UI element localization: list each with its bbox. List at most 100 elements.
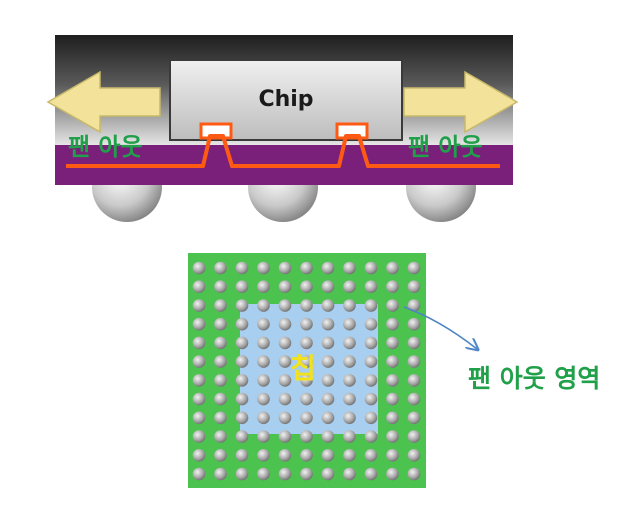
solder-ball <box>235 261 249 275</box>
solder-ball <box>386 261 399 275</box>
solder-ball <box>343 374 356 387</box>
solder-ball <box>321 374 335 387</box>
solder-ball <box>343 317 356 331</box>
solder-ball <box>300 317 313 331</box>
solder-ball <box>407 261 421 275</box>
solder-ball <box>278 449 292 462</box>
fan-out-label-right: 팬 아웃 <box>408 133 483 161</box>
solder-ball <box>343 411 356 425</box>
solder-ball <box>257 449 270 462</box>
solder-ball <box>300 374 313 387</box>
solder-ball <box>300 392 313 406</box>
solder-ball <box>278 467 292 481</box>
solder-ball <box>192 355 206 368</box>
solder-ball <box>343 280 356 294</box>
top-view: 칩 <box>188 253 426 488</box>
solder-ball <box>343 392 356 406</box>
solder-ball <box>278 392 292 406</box>
solder-ball <box>235 374 249 387</box>
solder-ball <box>364 355 378 368</box>
solder-ball <box>235 280 249 294</box>
solder-ball <box>364 449 378 462</box>
solder-ball <box>407 467 421 481</box>
solder-ball <box>386 280 399 294</box>
solder-ball <box>386 467 399 481</box>
solder-ball <box>386 374 399 387</box>
solder-ball <box>343 299 356 312</box>
solder-ball <box>214 449 227 462</box>
solder-ball <box>343 467 356 481</box>
solder-ball <box>192 374 206 387</box>
solder-ball <box>278 299 292 312</box>
solder-ball <box>300 299 313 312</box>
solder-ball <box>257 411 270 425</box>
solder-ball <box>192 261 206 275</box>
solder-ball <box>192 336 206 350</box>
solder-ball <box>386 411 399 425</box>
solder-ball <box>257 261 270 275</box>
chip-label: Chip <box>258 87 313 112</box>
solder-ball <box>257 317 270 331</box>
solder-ball <box>321 280 335 294</box>
fan-out-label-left: 팬 아웃 <box>68 133 143 161</box>
solder-ball <box>192 299 206 312</box>
solder-ball <box>300 411 313 425</box>
solder-ball <box>407 317 421 331</box>
solder-ball <box>300 336 313 350</box>
solder-ball <box>386 336 399 350</box>
solder-ball <box>321 317 335 331</box>
fan-out-area-label: 팬 아웃 영역 <box>468 364 600 393</box>
solder-ball <box>192 430 206 443</box>
solder-ball <box>257 392 270 406</box>
solder-ball <box>192 449 206 462</box>
solder-ball <box>364 430 378 443</box>
solder-ball <box>300 261 313 275</box>
solder-ball <box>321 467 335 481</box>
solder-ball <box>386 392 399 406</box>
solder-ball <box>235 317 249 331</box>
solder-ball <box>300 467 313 481</box>
solder-ball <box>214 261 227 275</box>
solder-ball <box>386 430 399 443</box>
solder-ball <box>364 317 378 331</box>
solder-ball <box>214 374 227 387</box>
solder-ball <box>235 449 249 462</box>
cross-section-view: Chip 팬 아웃 팬 아웃 <box>46 35 519 222</box>
fan-out-arrow-left-icon <box>46 70 161 134</box>
solder-ball <box>407 355 421 368</box>
solder-ball <box>257 467 270 481</box>
solder-ball <box>407 411 421 425</box>
solder-ball <box>300 449 313 462</box>
solder-ball <box>321 430 335 443</box>
solder-ball <box>214 280 227 294</box>
solder-ball <box>364 411 378 425</box>
solder-ball <box>235 392 249 406</box>
solder-ball <box>343 449 356 462</box>
solder-ball <box>214 467 227 481</box>
redistribution-trace <box>66 134 500 168</box>
solder-ball <box>235 355 249 368</box>
solder-ball <box>278 411 292 425</box>
solder-ball <box>257 299 270 312</box>
solder-ball <box>257 430 270 443</box>
solder-ball <box>192 411 206 425</box>
chip-label-top: 칩 <box>290 352 316 385</box>
solder-ball <box>192 467 206 481</box>
solder-ball <box>407 392 421 406</box>
solder-ball <box>321 392 335 406</box>
solder-ball <box>278 336 292 350</box>
solder-ball <box>386 299 399 312</box>
solder-ball <box>321 355 335 368</box>
solder-ball <box>300 355 313 368</box>
solder-ball <box>300 280 313 294</box>
solder-ball <box>407 299 421 312</box>
solder-ball <box>278 355 292 368</box>
solder-ball <box>407 430 421 443</box>
solder-ball <box>214 299 227 312</box>
solder-ball <box>278 261 292 275</box>
solder-ball <box>386 355 399 368</box>
solder-ball <box>343 336 356 350</box>
solder-ball <box>214 355 227 368</box>
solder-ball <box>321 411 335 425</box>
solder-ball <box>343 355 356 368</box>
